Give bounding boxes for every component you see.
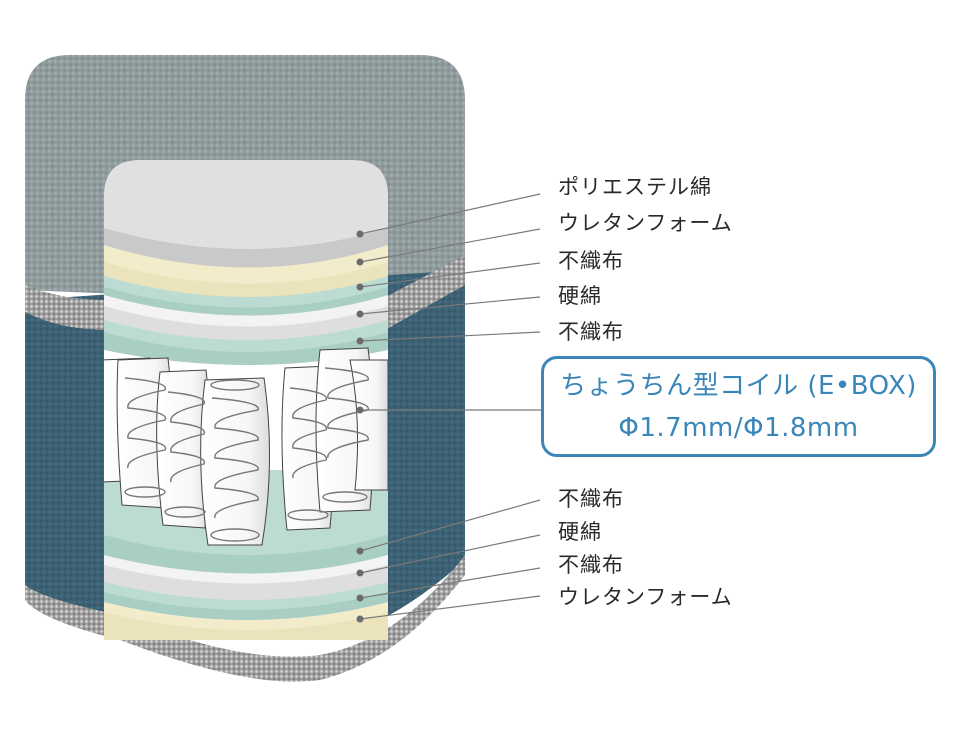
label-nonwoven-top-1: 不織布 — [558, 249, 624, 273]
label-nonwoven-bottom-1: 不織布 — [558, 487, 624, 511]
coil-diameter-label: Φ1.7mm/Φ1.8mm — [618, 413, 859, 443]
cross-section-window — [104, 160, 388, 640]
label-polyester-cotton: ポリエステル綿 — [558, 175, 712, 199]
label-urethane-foam-top: ウレタンフォーム — [558, 211, 733, 235]
coil-callout-box: ちょうちん型コイル (E•BOX) Φ1.7mm/Φ1.8mm — [541, 356, 936, 457]
label-hard-cotton-top: 硬綿 — [558, 284, 602, 308]
leader-lines — [356, 193, 541, 623]
coil-type-label: ちょうちん型コイル (E•BOX) — [560, 371, 917, 401]
label-nonwoven-top-2: 不織布 — [558, 320, 624, 344]
label-nonwoven-bottom-2: 不織布 — [558, 553, 624, 577]
lower-border-tape — [25, 555, 465, 682]
label-urethane-foam-bottom: ウレタンフォーム — [558, 585, 733, 609]
label-hard-cotton-bottom: 硬綿 — [558, 520, 602, 544]
